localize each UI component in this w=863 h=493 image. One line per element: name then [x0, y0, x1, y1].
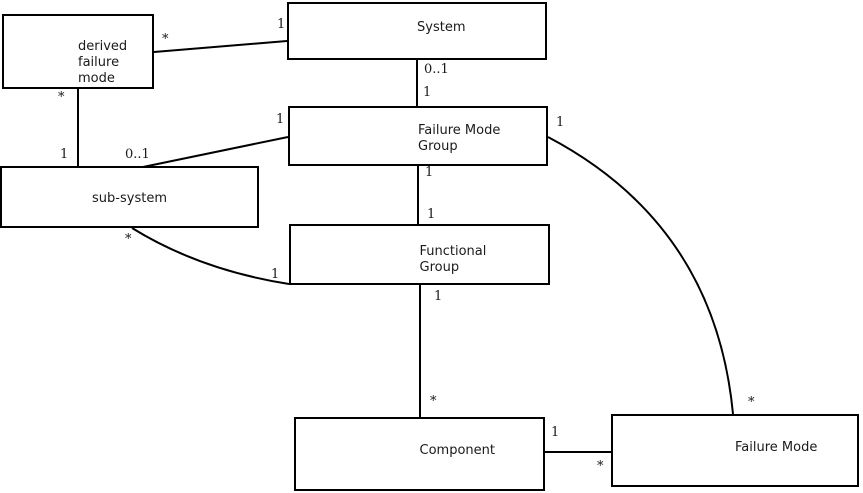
multiplicity-label: 1: [434, 289, 443, 304]
multiplicity-label: 1: [60, 147, 69, 162]
class-box-component: Component: [294, 417, 545, 491]
multiplicity-label: *: [162, 32, 169, 47]
multiplicity-label: *: [58, 90, 65, 105]
class-box-label: Failure Mode Group: [418, 123, 501, 154]
multiplicity-label: 1: [427, 207, 436, 222]
multiplicity-label: 0..1: [424, 62, 449, 77]
class-box-label: Functional Group: [419, 243, 487, 275]
class-box-failure-mode-group: Failure Mode Group: [288, 106, 548, 166]
class-box-derived-failure-mode: derived failure mode: [2, 14, 154, 89]
multiplicity-label: 0..1: [125, 147, 150, 162]
multiplicity-label: *: [125, 232, 132, 247]
multiplicity-label: *: [430, 394, 437, 409]
assoc-sub-system-failure-mode-group-line: [142, 136, 289, 168]
class-box-label: Failure Mode: [735, 439, 818, 455]
class-box-sub-system: sub-system: [0, 166, 259, 228]
multiplicity-label: 1: [277, 17, 286, 32]
class-box-failure-mode: Failure Mode: [611, 414, 859, 487]
class-box-label: Component: [419, 443, 495, 458]
class-box-label: derived failure mode: [78, 39, 128, 86]
multiplicity-label: *: [597, 459, 604, 474]
assoc-derived-failure-mode-system-line: [153, 40, 288, 53]
class-box-functional-group: Functional Group: [289, 224, 550, 285]
multiplicity-label: 1: [425, 165, 434, 180]
assoc-sub-system-functional-group-curve: [131, 227, 290, 285]
multiplicity-label: 1: [423, 85, 432, 100]
multiplicity-label: 1: [276, 112, 285, 127]
multiplicity-label: 1: [556, 115, 565, 130]
multiplicity-label: *: [748, 395, 755, 410]
class-box-label: System: [417, 20, 466, 35]
class-box-label: sub-system: [92, 191, 167, 206]
multiplicity-label: 1: [271, 267, 280, 282]
assoc-failure-mode-group-failure-mode-curve: [547, 136, 734, 415]
multiplicity-label: 1: [551, 425, 560, 440]
class-box-system: System: [287, 2, 547, 60]
